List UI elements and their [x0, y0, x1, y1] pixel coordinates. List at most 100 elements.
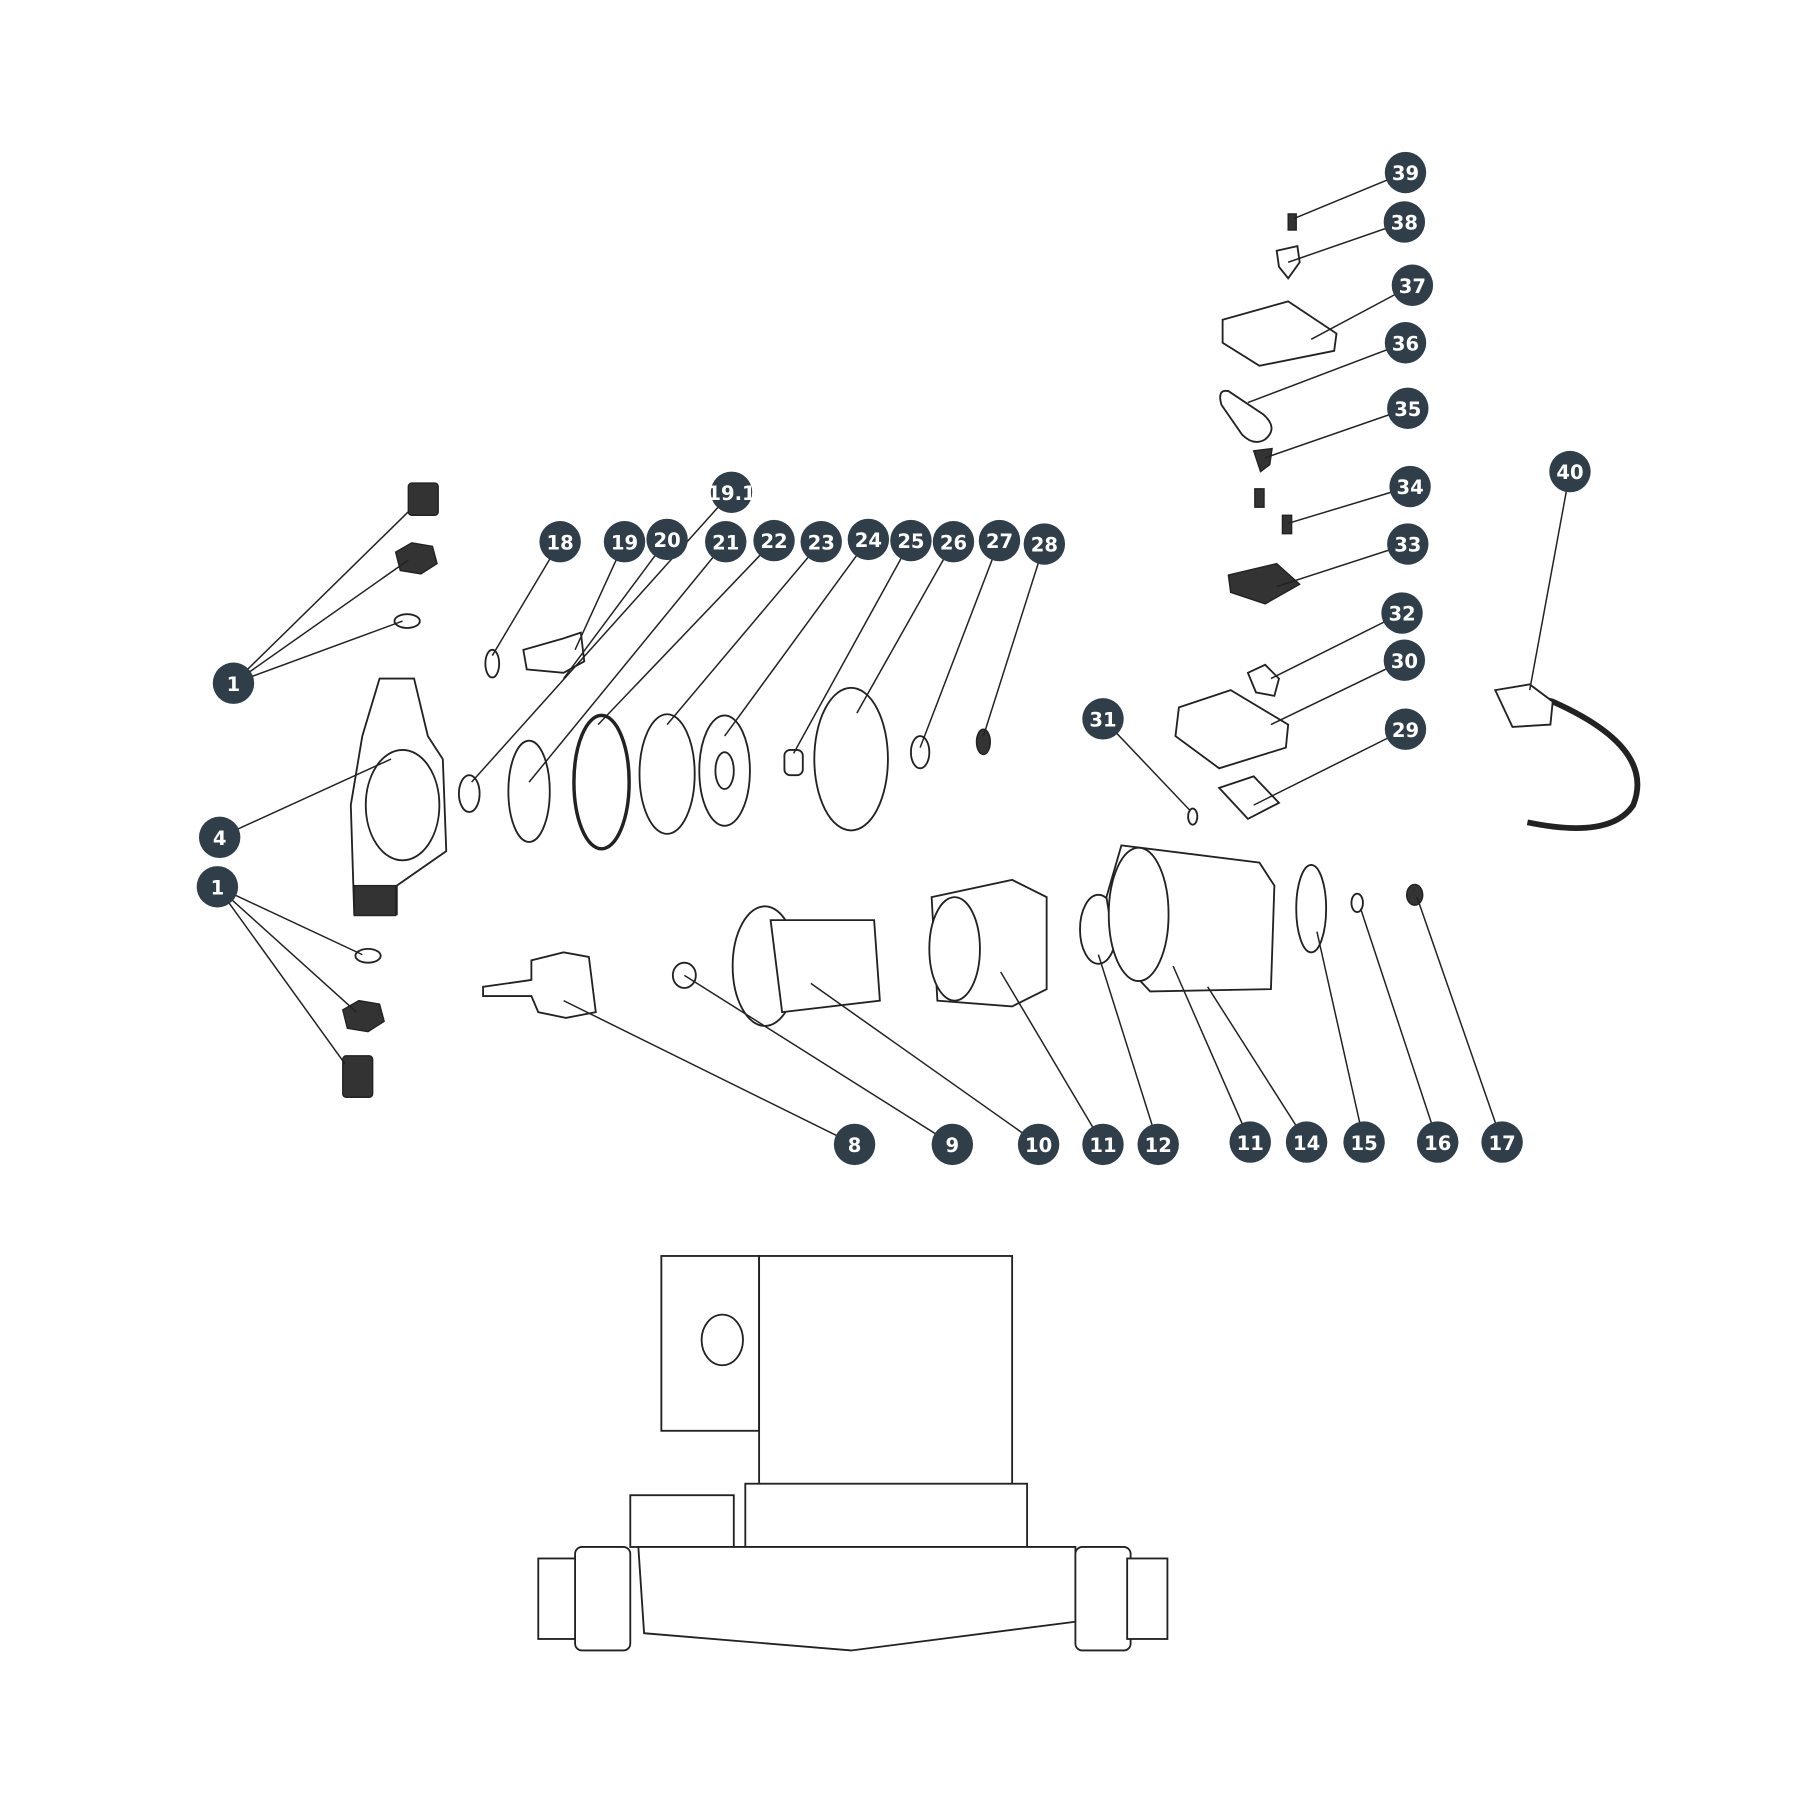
callout-badge[interactable]: 1 [212, 662, 255, 704]
washer-16 [1350, 892, 1364, 913]
leader-line [232, 511, 409, 684]
leader-line [1270, 659, 1405, 726]
callout-circle [847, 518, 890, 561]
callout-circle [710, 471, 753, 513]
leader-line [919, 540, 1001, 748]
leader-line [1172, 965, 1251, 1143]
callout-circle [1343, 1121, 1385, 1163]
callout-badge[interactable]: 20 [646, 518, 688, 561]
leader-line [233, 620, 403, 684]
callout-badge[interactable]: 30 [1383, 639, 1426, 681]
callout-badge[interactable]: 40 [1549, 450, 1591, 493]
callout-badge[interactable]: 36 [1384, 322, 1427, 364]
callout-circle [1023, 523, 1066, 565]
callout-badge[interactable]: 27 [978, 519, 1021, 562]
callout-circle [196, 866, 239, 908]
callout-number: 37 [1399, 275, 1426, 298]
callout-badge[interactable]: 15 [1343, 1121, 1385, 1163]
leader-line [1102, 718, 1191, 812]
callout-number: 20 [653, 529, 680, 552]
bearing-27 [910, 735, 931, 770]
callout-badge[interactable]: 25 [890, 519, 932, 562]
callout-badge[interactable]: 39 [1384, 151, 1427, 194]
box-cover-37 [1221, 300, 1338, 367]
callout-badge[interactable]: 18 [539, 521, 581, 563]
callout-number: 11 [1089, 1134, 1116, 1157]
leader-line [1247, 342, 1406, 404]
leader-line [1316, 931, 1365, 1143]
callout-number: 39 [1392, 162, 1419, 185]
callout-number: 30 [1391, 650, 1418, 673]
callout-number: 40 [1556, 461, 1583, 484]
leader-line [491, 541, 561, 656]
callout-badge[interactable]: 21 [705, 521, 747, 563]
callout-badge[interactable]: 19 [603, 521, 646, 563]
leader-line [233, 559, 409, 684]
callout-badge[interactable]: 32 [1381, 592, 1423, 634]
callout-badge[interactable]: 4 [198, 816, 241, 859]
callout-badge[interactable]: 37 [1391, 264, 1434, 306]
callout-circle [539, 521, 581, 563]
leader-line [1207, 986, 1308, 1143]
callout-badge[interactable]: 9 [931, 1123, 974, 1166]
callout-circle [212, 662, 255, 704]
callout-number: 1 [211, 876, 225, 899]
callout-circle [978, 519, 1021, 562]
callout-number: 19.1 [707, 482, 755, 505]
end-plate-15 [1295, 864, 1328, 954]
impeller [507, 739, 551, 843]
capacitor-36 [1219, 389, 1273, 443]
callout-circle [603, 521, 646, 563]
housing-outlet [353, 884, 397, 917]
callout-badge[interactable]: 16 [1416, 1121, 1459, 1163]
callout-circle [1389, 465, 1431, 508]
bearing-plate-inner [714, 751, 735, 790]
callout-number: 29 [1392, 719, 1419, 742]
screw-39 [1287, 213, 1297, 231]
callout-number: 1 [227, 673, 241, 696]
callout-badge[interactable]: 10 [1017, 1123, 1060, 1166]
callout-badge[interactable]: 12 [1137, 1123, 1179, 1166]
callout-badge[interactable]: 31 [1082, 698, 1124, 740]
callout-number: 18 [547, 531, 574, 554]
bushing-25 [783, 748, 804, 777]
leader-line [792, 540, 912, 754]
callout-badge[interactable]: 11 [1229, 1121, 1271, 1163]
callout-badge[interactable]: 24 [847, 518, 890, 561]
callout-badge[interactable]: 28 [1023, 523, 1066, 565]
callout-circle [890, 519, 932, 562]
callout-number: 12 [1145, 1134, 1172, 1157]
screw-31 [1187, 807, 1199, 826]
callout-badge[interactable]: 11 [1082, 1123, 1124, 1166]
callout-badge[interactable]: 38 [1383, 201, 1426, 243]
callout-badge[interactable]: 1 [196, 866, 239, 908]
union-nut-top [394, 542, 438, 575]
callout-number: 14 [1293, 1132, 1320, 1155]
callout-number: 21 [712, 531, 739, 554]
callout-circle [932, 521, 975, 563]
callout-badge[interactable]: 19.1 [707, 471, 756, 513]
leader-lines [216, 171, 1571, 1146]
leader-line [856, 541, 955, 714]
callout-number: 26 [940, 531, 967, 554]
rotor-shaft [482, 951, 597, 1019]
leader-line [666, 541, 822, 726]
callout-badge[interactable]: 14 [1285, 1121, 1328, 1163]
callout-badge[interactable]: 22 [753, 519, 795, 562]
callout-circle [646, 518, 688, 561]
callout-number: 27 [986, 530, 1013, 553]
callout-badge[interactable]: 17 [1481, 1121, 1523, 1163]
callout-badge[interactable]: 33 [1387, 523, 1429, 565]
callout-circle [1229, 1121, 1271, 1163]
callout-number: 19 [611, 531, 638, 554]
callout-badge[interactable]: 29 [1384, 708, 1427, 750]
callout-badge[interactable]: 23 [800, 521, 842, 563]
callout-circle [1383, 201, 1426, 243]
callout-number: 23 [808, 531, 835, 554]
callout-badge[interactable]: 8 [833, 1123, 876, 1166]
callout-circle [705, 521, 747, 563]
callout-badge[interactable]: 34 [1389, 465, 1431, 508]
callout-badge[interactable]: 35 [1387, 387, 1429, 430]
callout-badge[interactable]: 26 [932, 521, 975, 563]
callout-number: 9 [946, 1134, 960, 1157]
